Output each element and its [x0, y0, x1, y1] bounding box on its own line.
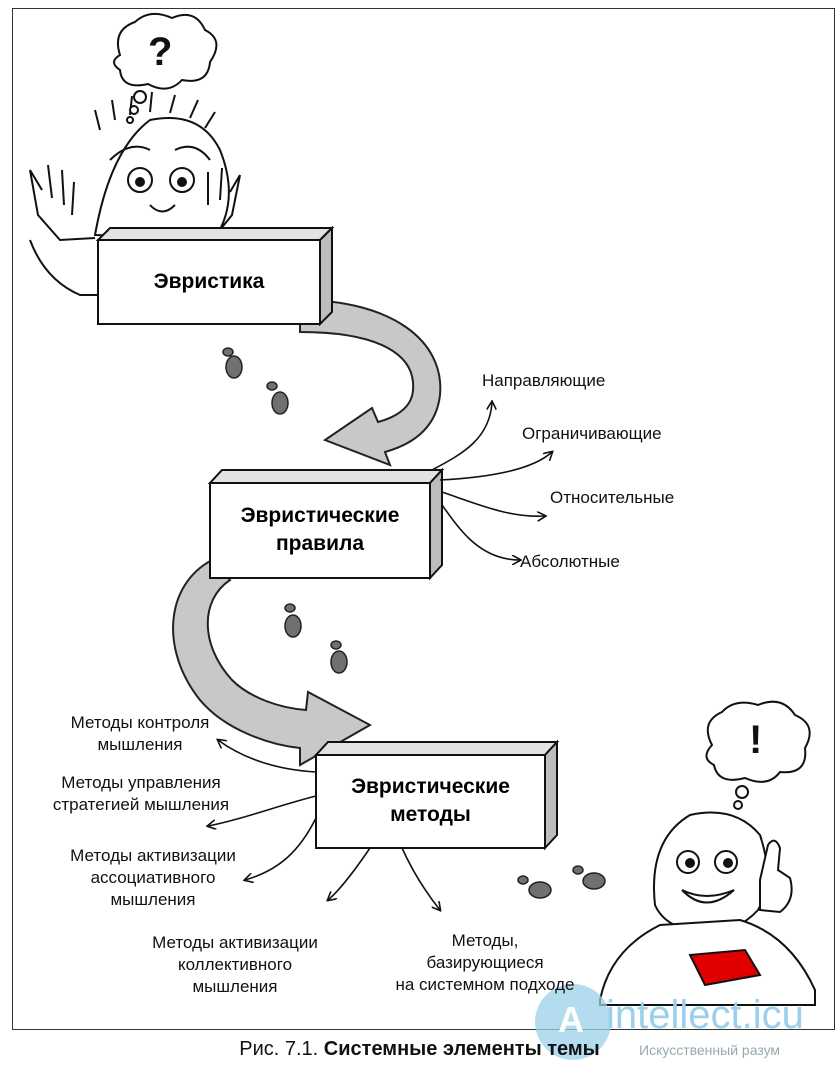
footprints — [222, 347, 606, 899]
happy-person-icon — [599, 811, 816, 1006]
watermark-text: intellect.icu — [606, 993, 804, 1037]
watermark-subtitle: Искусственный разум — [636, 1041, 784, 1059]
thought-bubble-bottom — [705, 700, 811, 810]
rule-branch-arrows — [431, 402, 552, 560]
rule-type-relative: Относительные — [550, 488, 675, 507]
box-rules-shape — [207, 467, 445, 581]
watermark-logo — [535, 984, 611, 1060]
box-rules-label: Эвристические правила — [240, 504, 400, 555]
box-heuristics-shape — [95, 225, 335, 327]
rule-type-limiting: Ограничивающие — [522, 424, 662, 443]
curved-arrow-1 — [299, 298, 442, 467]
puzzled-person-icon — [29, 91, 241, 296]
rule-type-directing: Направляющие — [482, 371, 606, 390]
method-branch-arrows — [208, 740, 440, 910]
figure-caption: Рис. 7.1. Системные элементы темы — [0, 1036, 839, 1062]
box-methods-shape — [313, 739, 560, 851]
thought-bubble-top — [113, 12, 218, 124]
figure-caption-prefix: Рис. 7.1. — [239, 1038, 319, 1060]
method-type-system: Методы, базирующиеся на системном подход… — [395, 931, 575, 994]
curved-arrow-2 — [172, 558, 373, 767]
box-methods-label: Эвристические методы — [351, 775, 510, 826]
box-heuristics-label: Эвристика — [153, 270, 265, 293]
figure-caption-text: Системные элементы темы — [323, 1038, 600, 1060]
method-type-collective: Методы активизации коллективного мышлени… — [152, 933, 318, 996]
watermark-logo-letter: A — [558, 999, 584, 1040]
rule-type-absolute: Абсолютные — [520, 552, 620, 571]
method-type-control: Методы контроля мышления — [70, 713, 210, 754]
method-type-strategy: Методы управления стратегией мышления — [52, 773, 230, 814]
method-type-associative: Методы активизации ассоциативного мышлен… — [70, 846, 236, 909]
question-mark-icon: ? — [148, 30, 173, 74]
exclamation-mark-icon: ! — [749, 718, 763, 762]
desk-item — [688, 948, 762, 987]
